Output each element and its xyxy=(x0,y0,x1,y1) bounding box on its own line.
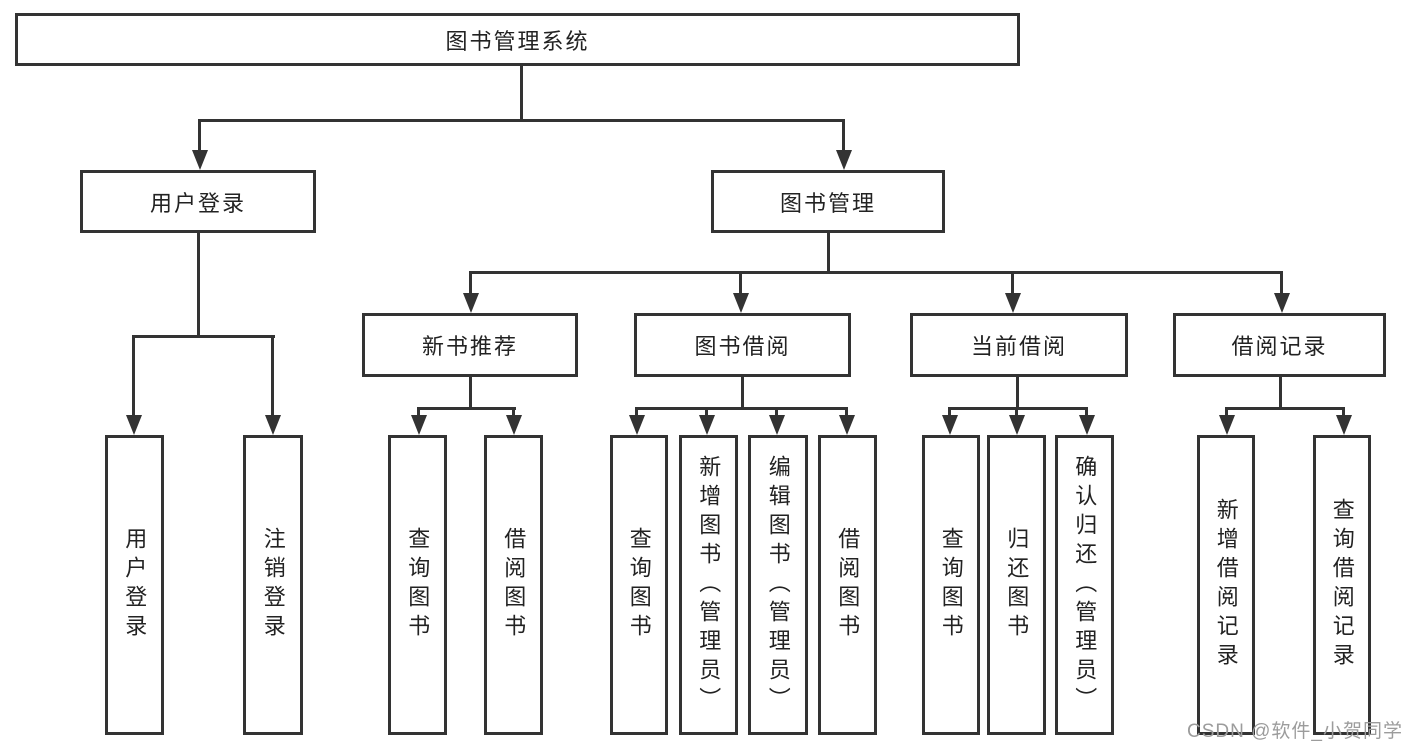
leaf-label: 查询图书 xyxy=(626,527,652,643)
leaf-label: 归还图书 xyxy=(1004,527,1030,643)
connector-line xyxy=(635,407,848,410)
leaf-label: 借阅图书 xyxy=(835,527,861,643)
node-borrowing-records: 借阅记录 xyxy=(1173,313,1386,377)
arrow-down-icon xyxy=(512,407,515,415)
node-new-book-recommendation: 新书推荐 xyxy=(362,313,578,377)
connector-line xyxy=(469,377,472,410)
connector-line xyxy=(417,407,516,410)
node-library-management-system: 图书管理系统 xyxy=(15,13,1020,66)
node-label: 图书借阅 xyxy=(694,334,791,359)
leaf-return-books: 归还图书 xyxy=(987,435,1046,735)
node-label: 图书管理系统 xyxy=(445,28,590,54)
leaf-query-books-recommend: 查询图书 xyxy=(388,435,447,735)
connector-line xyxy=(198,119,845,122)
node-book-borrowing: 图书借阅 xyxy=(634,313,851,377)
connector-line xyxy=(1016,377,1019,410)
arrow-down-icon xyxy=(842,119,845,150)
arrow-down-icon xyxy=(775,407,778,415)
arrow-down-icon xyxy=(417,407,420,415)
arrow-down-icon xyxy=(1085,407,1088,415)
leaf-label: 查询图书 xyxy=(938,527,964,643)
leaf-label: 注销登录 xyxy=(260,527,286,643)
arrow-down-icon xyxy=(271,335,274,415)
node-label: 图书管理 xyxy=(779,190,876,216)
arrow-down-icon xyxy=(1225,407,1228,415)
leaf-logout: 注销登录 xyxy=(243,435,303,735)
leaf-confirm-return-admin: 确认归还（管理员） xyxy=(1055,435,1114,735)
connector-line xyxy=(520,66,523,122)
node-current-borrowing: 当前借阅 xyxy=(910,313,1128,377)
arrow-down-icon xyxy=(1015,407,1018,415)
connector-line xyxy=(948,407,1088,410)
leaf-label: 确认归还（管理员） xyxy=(1072,454,1098,716)
arrow-down-icon xyxy=(469,271,472,293)
connector-line xyxy=(469,271,1283,274)
leaf-label: 查询借阅记录 xyxy=(1329,498,1355,672)
leaf-add-books-admin: 新增图书（管理员） xyxy=(679,435,738,735)
leaf-borrow-books-recommend: 借阅图书 xyxy=(484,435,543,735)
connector-line xyxy=(197,233,200,338)
arrow-down-icon xyxy=(635,407,638,415)
leaf-label: 编辑图书（管理员） xyxy=(765,454,791,716)
arrow-down-icon xyxy=(739,271,742,293)
leaf-label: 借阅图书 xyxy=(501,527,527,643)
leaf-borrow-books: 借阅图书 xyxy=(818,435,877,735)
connector-line xyxy=(741,377,744,410)
connector-line xyxy=(1225,407,1345,410)
arrow-down-icon xyxy=(705,407,708,415)
leaf-query-books-current: 查询图书 xyxy=(922,435,980,735)
leaf-label: 查询图书 xyxy=(405,527,431,643)
leaf-label: 新增借阅记录 xyxy=(1213,498,1239,672)
arrow-down-icon xyxy=(1342,407,1345,415)
leaf-query-borrow-record: 查询借阅记录 xyxy=(1313,435,1371,735)
node-label: 新书推荐 xyxy=(421,334,518,359)
node-book-management: 图书管理 xyxy=(711,170,945,233)
arrow-down-icon xyxy=(198,119,201,150)
node-label: 用户登录 xyxy=(149,190,246,216)
leaf-user-login: 用户登录 xyxy=(105,435,164,735)
node-label: 借阅记录 xyxy=(1231,334,1328,359)
arrow-down-icon xyxy=(948,407,951,415)
csdn-watermark: CSDN @软件_小贺同学 xyxy=(1187,721,1403,742)
node-label: 当前借阅 xyxy=(970,334,1067,359)
leaf-edit-books-admin: 编辑图书（管理员） xyxy=(748,435,808,735)
arrow-down-icon xyxy=(1280,271,1283,293)
leaf-add-borrow-record: 新增借阅记录 xyxy=(1197,435,1255,735)
arrow-down-icon xyxy=(1011,271,1014,293)
leaf-label: 新增图书（管理员） xyxy=(696,454,722,716)
leaf-query-books-borrowing: 查询图书 xyxy=(610,435,668,735)
connector-line xyxy=(827,233,830,274)
arrow-down-icon xyxy=(132,335,135,415)
arrow-down-icon xyxy=(845,407,848,415)
connector-line xyxy=(132,335,275,338)
connector-line xyxy=(1279,377,1282,410)
node-user-login: 用户登录 xyxy=(80,170,316,233)
leaf-label: 用户登录 xyxy=(122,527,148,643)
